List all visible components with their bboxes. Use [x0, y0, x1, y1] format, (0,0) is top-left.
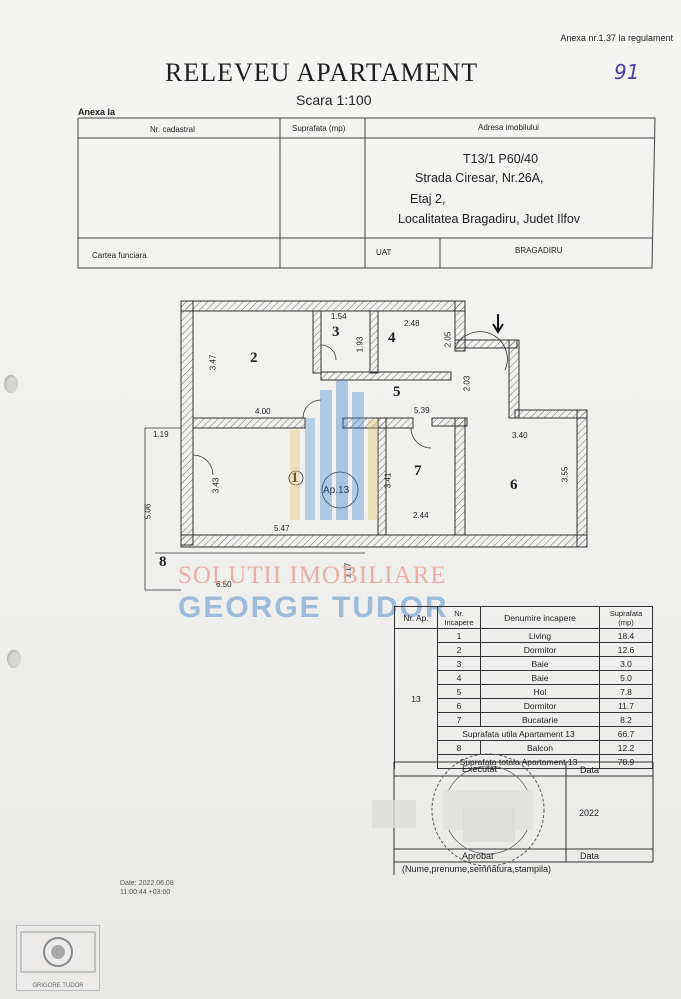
- col-area: Suprafata (mp): [292, 124, 346, 133]
- scale-label: Scara 1:100: [296, 92, 372, 108]
- room-number: 6: [510, 477, 518, 493]
- executed-label: Executat: [462, 764, 498, 774]
- approved-label: Aprobat: [462, 851, 494, 861]
- watermark-line1: SOLUTII IMOBILIARE: [178, 562, 447, 589]
- address-line: T13/1 P60/40: [463, 152, 539, 166]
- rooms-table: Nr. Ap. Nr. Incapere Denumire incapere S…: [394, 606, 653, 769]
- signature-note: (Nume,prenume,semnatura,stampila): [402, 864, 552, 874]
- blurred-signature: [372, 800, 416, 828]
- annex-label: Anexa la: [78, 107, 116, 117]
- annex-reference: Anexa nr.1.37 la regulament: [560, 33, 673, 43]
- header-room-no: Nr. Incapere: [437, 606, 481, 629]
- punch-hole: [7, 650, 21, 668]
- punch-hole: [4, 375, 18, 393]
- dimension-label: 1.54: [331, 312, 347, 321]
- dimension-label: 6.50: [216, 580, 232, 589]
- page-title: RELEVEU APARTAMENT: [165, 58, 479, 87]
- apartment-cell: 13: [394, 628, 438, 769]
- land-book-label: Cartea funciara: [92, 251, 147, 260]
- uat-label: UAT: [376, 248, 392, 257]
- apartment-label: Ap.13: [323, 485, 349, 496]
- handwritten-number: 91: [614, 60, 640, 84]
- dimension-label: 4.00: [255, 407, 271, 416]
- room-number: 2: [250, 350, 258, 366]
- photographer-logo: GRIGORE TUDOR: [16, 925, 100, 991]
- entrance-arrow-icon: [492, 314, 504, 334]
- camera-icon: [20, 931, 96, 973]
- address-line: Etaj 2,: [410, 192, 446, 206]
- date-stamp: Date: 2022.06.08: [120, 880, 174, 887]
- dimension-label: 3.40: [512, 431, 528, 440]
- address-line: Localitatea Bragadiru, Judet Ilfov: [398, 212, 581, 226]
- dimension-label: 2.48: [404, 319, 420, 328]
- col-cadastral: Nr. cadastral: [150, 125, 195, 134]
- room-number: 7: [414, 463, 422, 479]
- time-stamp: 11:00:44 +03:00: [120, 889, 171, 896]
- date-label: Data: [580, 851, 600, 861]
- room-number: 8: [159, 554, 167, 570]
- room-number: 1: [291, 470, 299, 487]
- year-value: 2022: [579, 808, 600, 818]
- blurred-signature: [463, 808, 515, 842]
- address-line: Strada Ciresar, Nr.26A,: [415, 171, 544, 185]
- room-number: 5: [393, 384, 401, 400]
- table-row: 13 1 Living 18.4: [394, 628, 653, 769]
- room-number: 4: [388, 330, 396, 346]
- dimension-label: 5.47: [274, 524, 290, 533]
- dimension-label: 1.19: [153, 430, 169, 439]
- date-label: Data: [580, 765, 600, 775]
- col-address: Adresa imobilului: [478, 123, 539, 132]
- dimension-label: 2.44: [413, 511, 429, 520]
- room-number: 3: [332, 324, 340, 340]
- uat-value: BRAGADIRU: [515, 246, 563, 255]
- logo-text: GRIGORE TUDOR: [32, 983, 84, 989]
- dimension-label: 5.39: [414, 406, 430, 415]
